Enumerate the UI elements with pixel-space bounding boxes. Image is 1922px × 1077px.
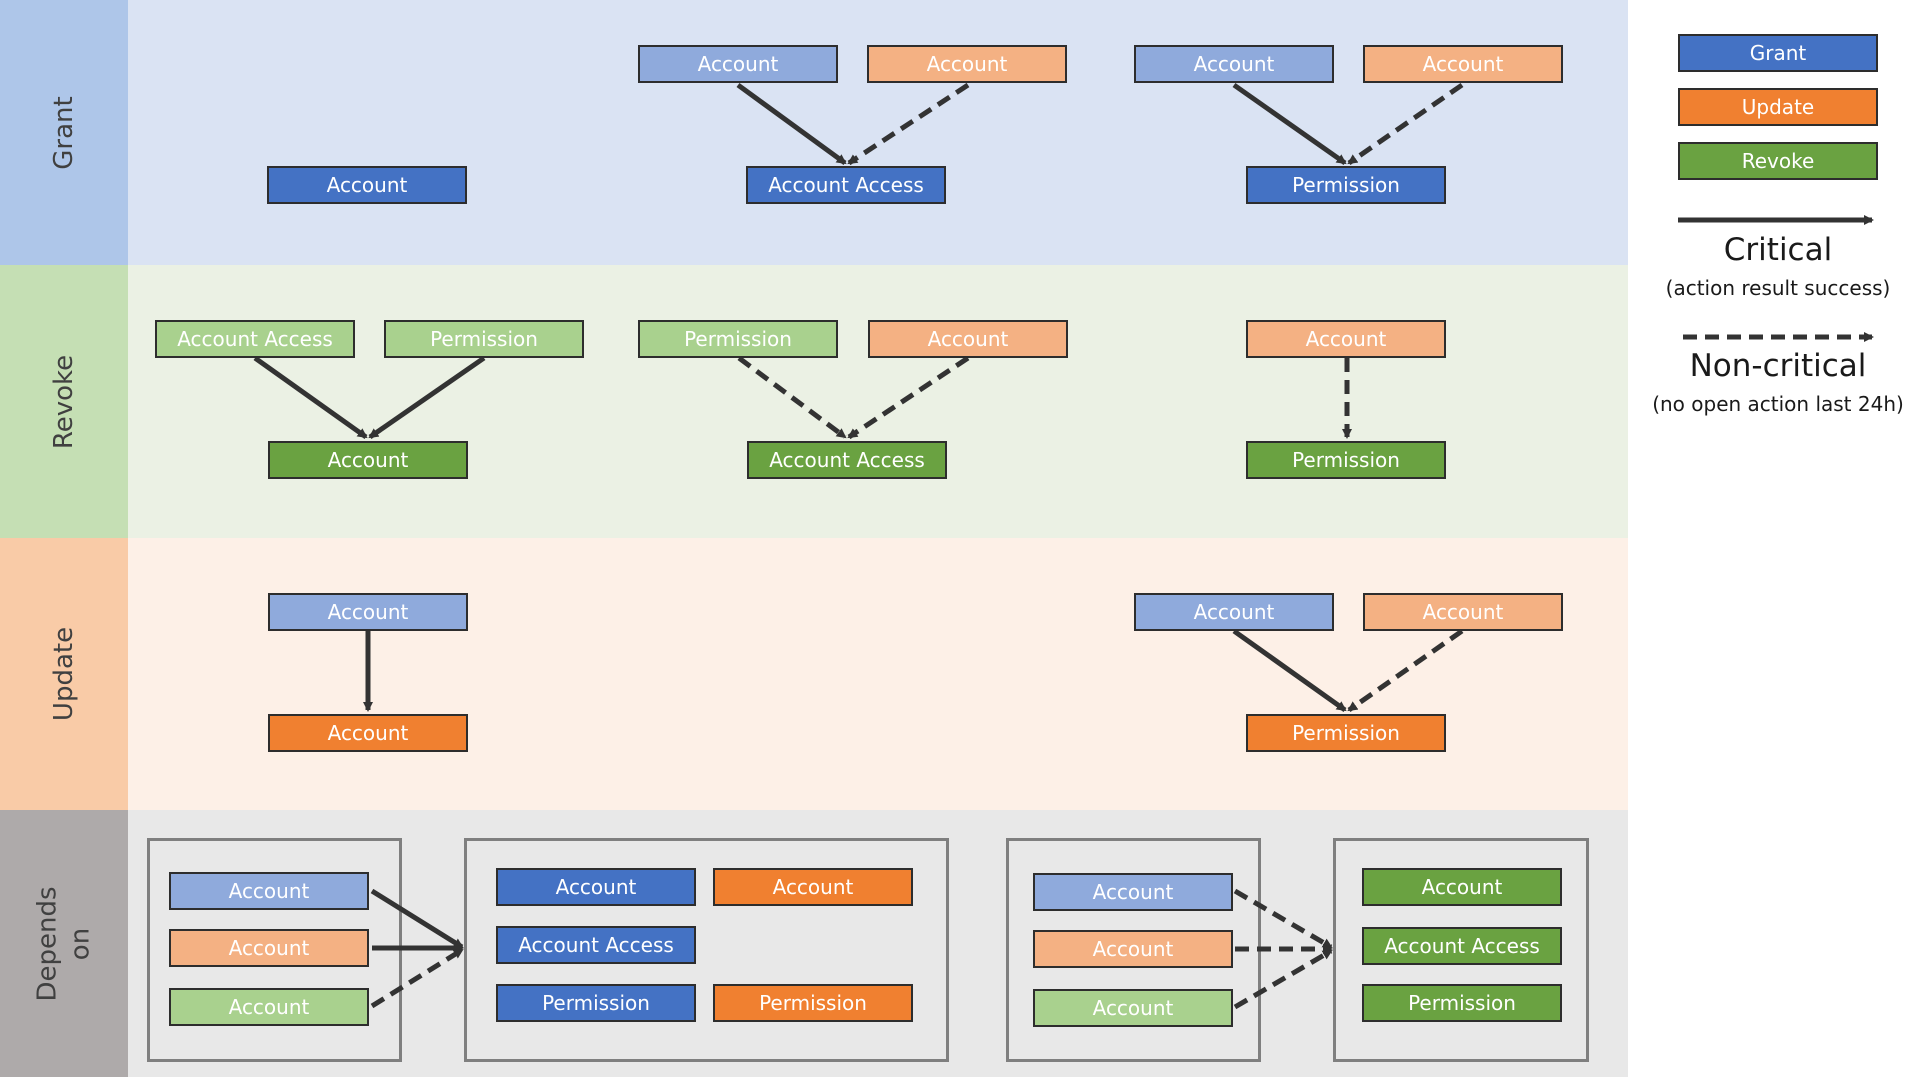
update-account-node: Account [268, 714, 468, 752]
depends-right-target-frame [1333, 838, 1589, 1062]
revoke-permission-node: Permission [1246, 441, 1446, 479]
noncritical-arrow [1233, 888, 1333, 950]
revoke-row-header: Revoke [0, 265, 128, 538]
revoke-account-access-source-account: Account [868, 320, 1068, 358]
noncritical-arrow [370, 947, 464, 1009]
critical-arrow [736, 82, 847, 166]
legend-critical-title: Critical [1723, 232, 1833, 268]
legend-update: Update [1678, 88, 1878, 126]
update-permission-source-account-orange: Account [1363, 593, 1563, 631]
revoke-account-source-account-access: Account Access [155, 320, 355, 358]
legend-grant: Grant [1678, 34, 1878, 72]
legend-critical-subtitle: (action result success) [1665, 276, 1891, 300]
grant-row-header: Grant [0, 0, 128, 265]
legend-revoke: Revoke [1678, 142, 1878, 180]
revoke-account-access-node: Account Access [747, 441, 947, 479]
depends-left-target-account-grant: Account [496, 868, 696, 906]
grant-permission-node: Permission [1246, 166, 1446, 204]
depends-row-header: Depends on [0, 810, 128, 1077]
revoke-permission-source-account: Account [1246, 320, 1446, 358]
depends-right-target-account-access-revoke: Account Access [1362, 927, 1562, 965]
grant-account-node: Account [267, 166, 467, 204]
grant-permission-source-account-blue: Account [1134, 45, 1334, 83]
depends-left-target-permission-grant: Permission [496, 984, 696, 1022]
depends-left-source-account-update: Account [169, 929, 369, 967]
critical-arrow [368, 355, 486, 440]
update-permission-node: Permission [1246, 714, 1446, 752]
depends-left-target-permission-update: Permission [713, 984, 913, 1022]
grant-account-access-source-account-orange: Account [867, 45, 1067, 83]
legend-noncritical-title: Non-critical [1689, 348, 1867, 384]
critical-arrow [370, 888, 464, 950]
depends-left-target-account-update: Account [713, 868, 913, 906]
revoke-row: Revoke [0, 265, 1628, 538]
noncritical-arrow [847, 355, 970, 440]
noncritical-arrow [1233, 948, 1333, 1010]
update-row-header: Update [0, 538, 128, 810]
update-account-source-account: Account [268, 593, 468, 631]
update-row: Update [0, 538, 1628, 810]
grant-permission-source-account-orange: Account [1363, 45, 1563, 83]
critical-arrow [1232, 82, 1347, 166]
depends-right-source-account-grant: Account [1033, 873, 1233, 911]
grant-account-access-source-account-update: Account [638, 45, 838, 83]
noncritical-arrow [1347, 82, 1464, 166]
depends-right-target-permission-revoke: Permission [1362, 984, 1562, 1022]
depends-right-source-account-revoke: Account [1033, 989, 1233, 1027]
update-permission-source-account-blue: Account [1134, 593, 1334, 631]
critical-arrow [253, 355, 368, 440]
grant-account-access-node: Account Access [746, 166, 946, 204]
depends-left-source-account-revoke: Account [169, 988, 369, 1026]
noncritical-arrow [737, 355, 847, 440]
depends-left-target-frame [464, 838, 949, 1062]
depends-row: Depends on [0, 810, 1628, 1077]
depends-right-source-account-update: Account [1033, 930, 1233, 968]
legend-noncritical-subtitle: (no open action last 24h) [1652, 392, 1904, 416]
grant-row: Grant [0, 0, 1628, 265]
depends-right-target-account-revoke: Account [1362, 868, 1562, 906]
noncritical-arrow [1347, 628, 1464, 713]
depends-left-source-account-grant: Account [169, 872, 369, 910]
depends-left-target-account-access-grant: Account Access [496, 926, 696, 964]
revoke-account-source-permission: Permission [384, 320, 584, 358]
revoke-account-access-source-permission: Permission [638, 320, 838, 358]
noncritical-arrow [847, 82, 970, 166]
critical-arrow [1232, 628, 1347, 713]
revoke-account-node: Account [268, 441, 468, 479]
